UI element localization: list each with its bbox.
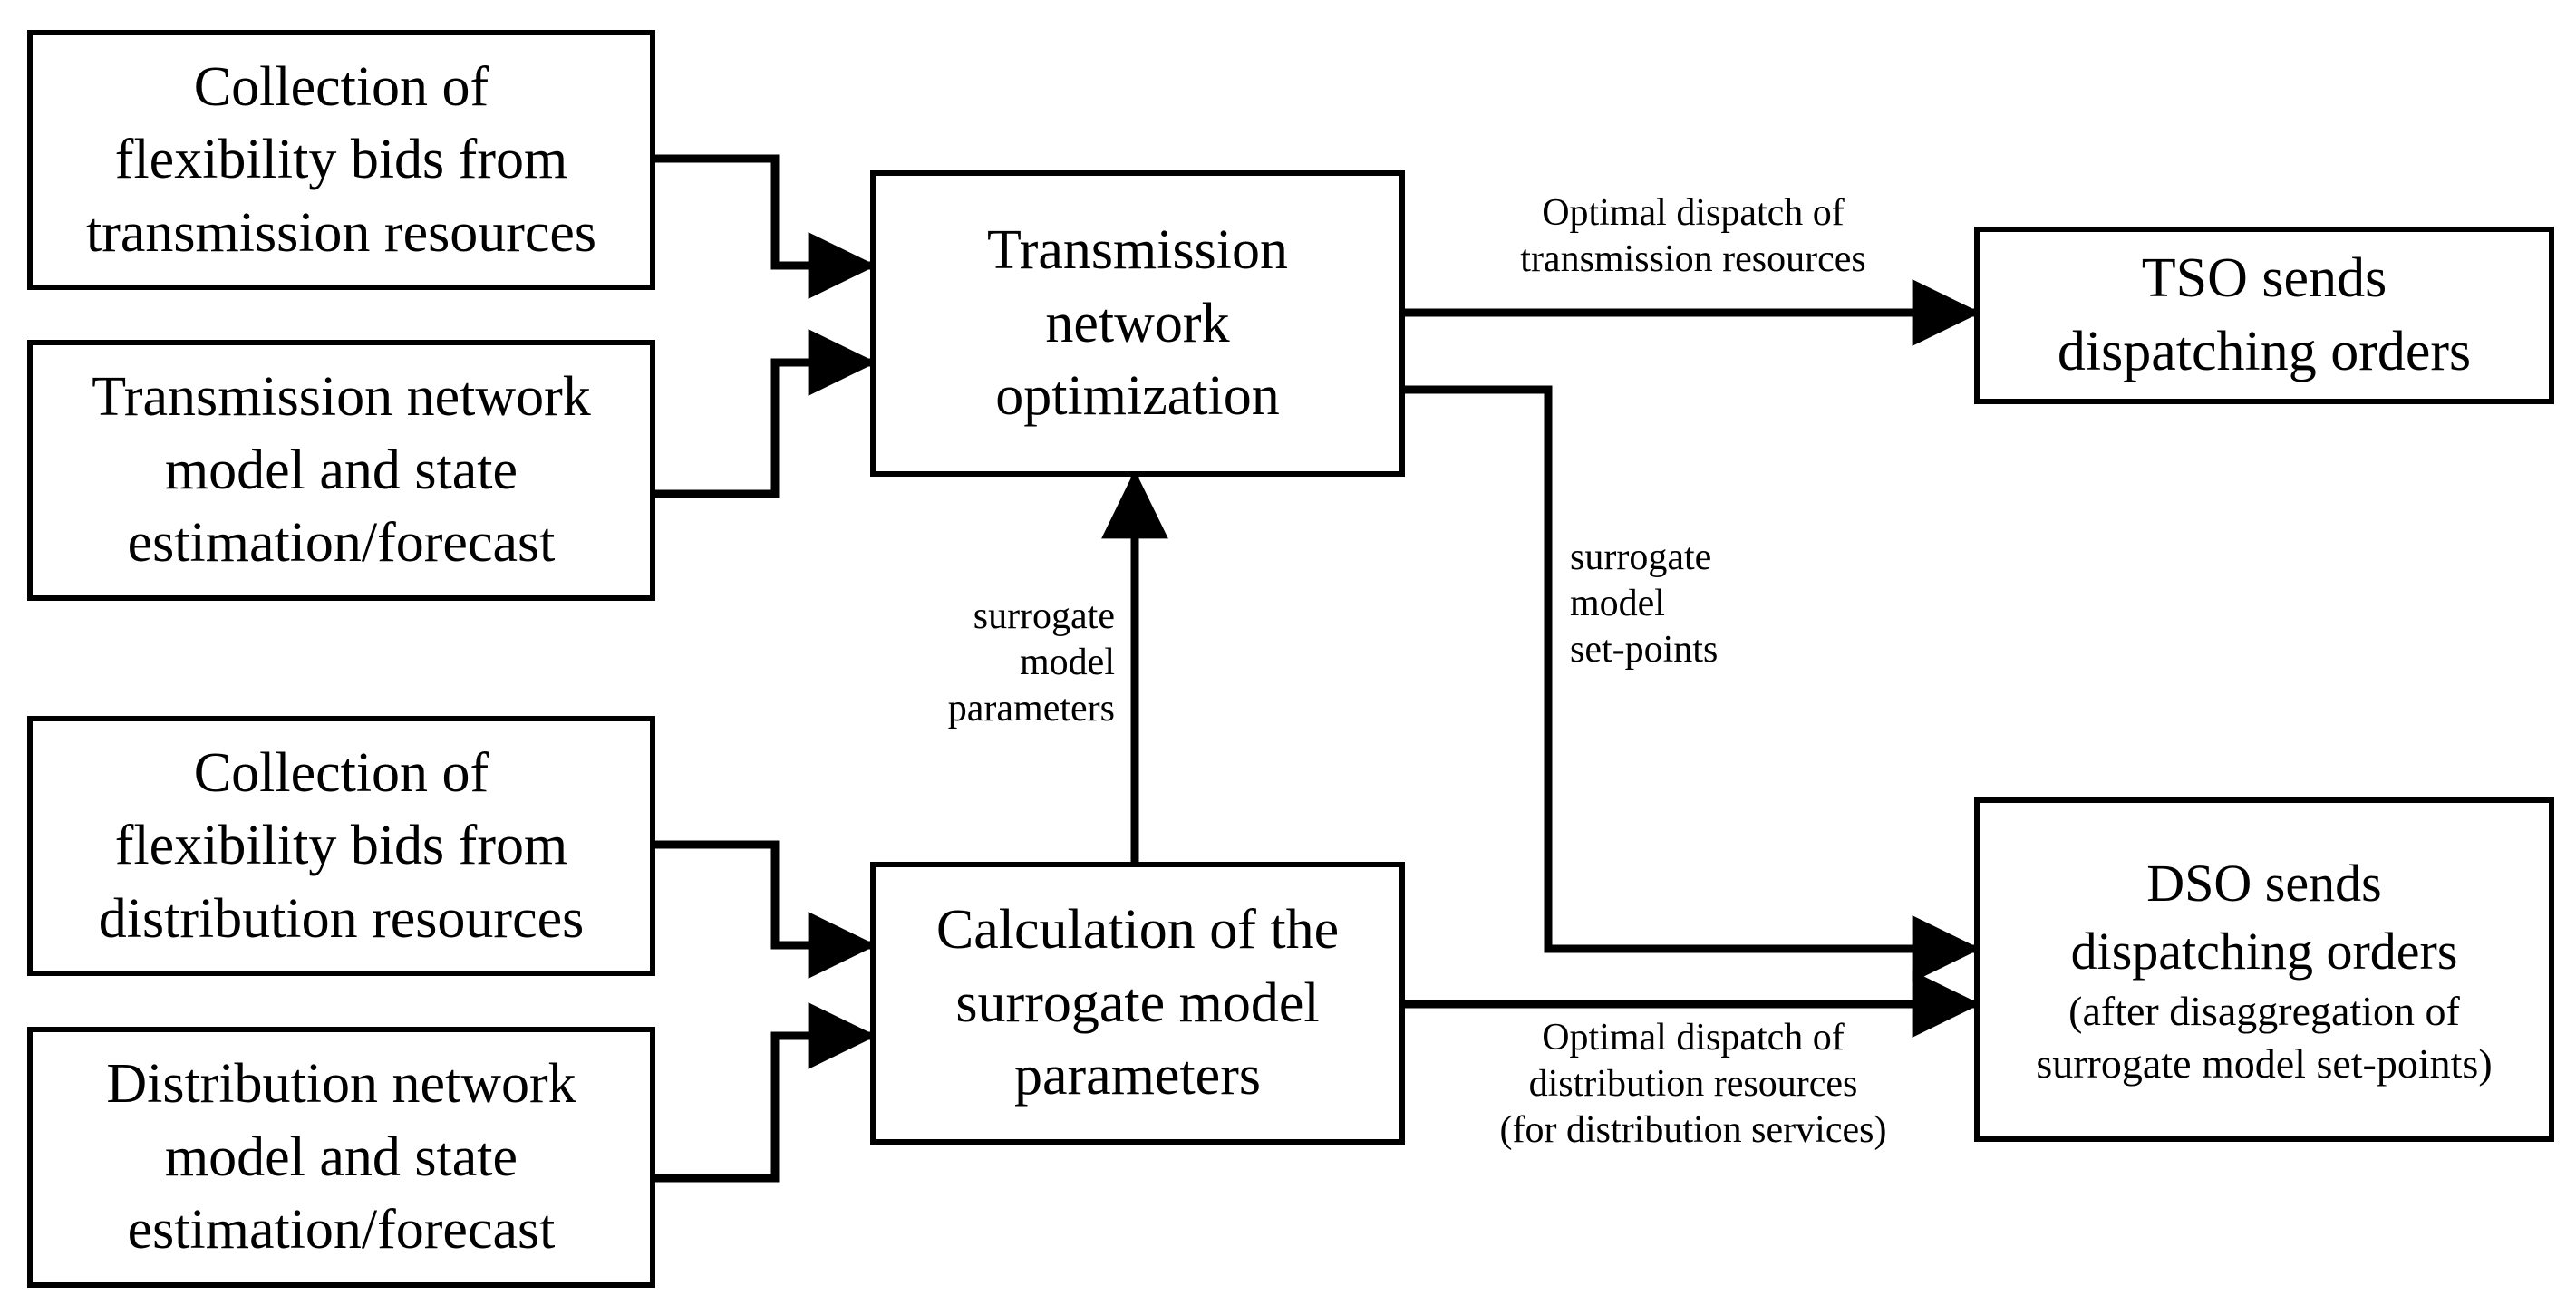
edge-transmission-model-to-optimization [655,329,877,498]
edge-distribution-model-to-calculation [655,1002,877,1183]
edge-bids-transmission-to-optimization [655,154,877,299]
edge-optimization-to-dso-setpoints [1405,385,1981,982]
edge-bids-distribution-to-calculation [655,840,877,979]
